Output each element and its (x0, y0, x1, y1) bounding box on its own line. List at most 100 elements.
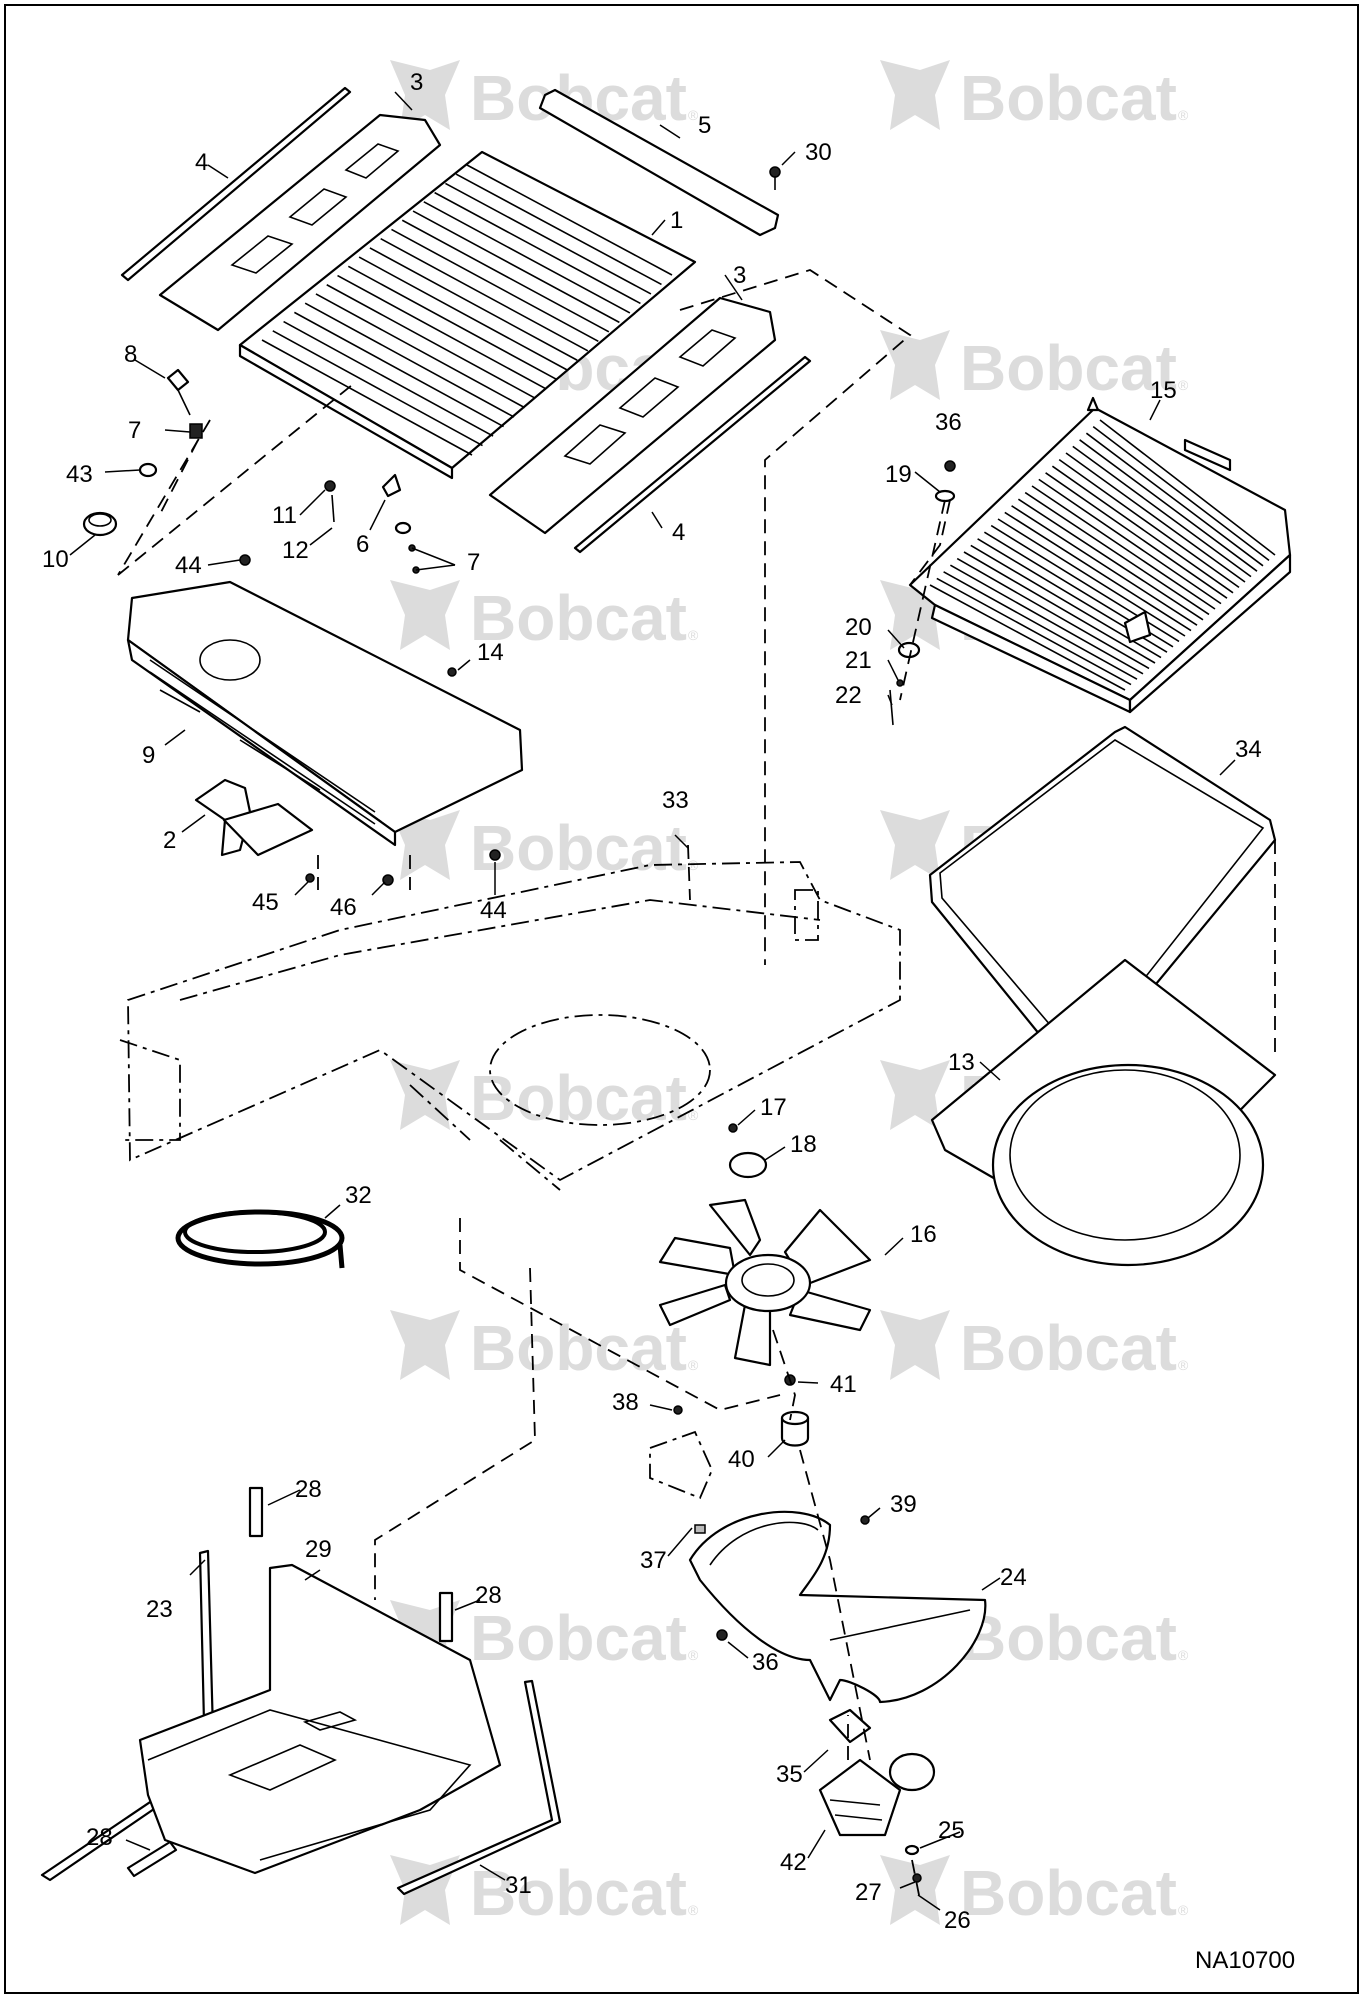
callout-44: 44 (480, 897, 507, 924)
watermark-registered-mark: ® (1178, 377, 1189, 393)
part-20-21-22-mount (889, 641, 921, 726)
part-28-clip-top (248, 1486, 264, 1538)
callout-15: 15 (1150, 377, 1177, 404)
callout-12: 12 (282, 537, 309, 564)
watermark-text: Bobcat (960, 1312, 1177, 1384)
watermark-logo-icon (390, 1310, 460, 1380)
callout-20: 20 (845, 614, 872, 641)
watermark-registered-mark: ® (1178, 1647, 1189, 1663)
callout-42: 42 (780, 1849, 807, 1876)
part-32-hose (175, 1209, 345, 1269)
watermark-logo-icon (390, 810, 460, 880)
part-36-19-nut-washer (934, 460, 956, 503)
watermark-text: Bobcat (470, 1857, 687, 1929)
callout-3: 3 (410, 69, 423, 96)
callout-24: 24 (1000, 1564, 1027, 1591)
callout-35: 35 (776, 1761, 803, 1788)
part-9-air-shroud (126, 580, 524, 847)
part-11-12-bolt-washer (324, 480, 336, 523)
watermark-logo-icon (880, 1855, 950, 1925)
watermark-registered-mark: ® (688, 107, 699, 123)
part-31-right-seal (396, 1679, 562, 1896)
callout-14: 14 (477, 639, 504, 666)
part-28-clip-bottom (126, 1840, 178, 1878)
callout-31: 31 (505, 1872, 532, 1899)
part-16-fan (658, 1198, 872, 1367)
callout-36: 36 (935, 409, 962, 436)
callout-27: 27 (855, 1879, 882, 1906)
callout-16: 16 (910, 1221, 937, 1248)
callout-5: 5 (698, 112, 711, 139)
watermark-text: Bobcat (470, 582, 687, 654)
callout-3: 3 (733, 262, 746, 289)
part-18-cap (728, 1151, 768, 1179)
callout-21: 21 (845, 647, 872, 674)
watermark-text: Bobcat (470, 812, 687, 884)
part-1-grille (238, 150, 697, 480)
part-39-bolt (860, 1515, 870, 1525)
watermark-text: Bobcat (960, 332, 1177, 404)
callout-6: 6 (356, 531, 369, 558)
watermark-registered-mark: ® (688, 627, 699, 643)
callout-34: 34 (1235, 736, 1262, 763)
part-8-latch (166, 368, 191, 416)
watermark-registered-mark: ® (688, 1107, 699, 1123)
part-25-washer (904, 1844, 920, 1856)
watermark-logo-icon (390, 60, 460, 130)
part-13-fan-shroud (930, 958, 1277, 1267)
callout-leader-lines (69, 91, 1236, 1911)
callout-32: 32 (345, 1182, 372, 1209)
part-30-bolt (769, 166, 781, 190)
part-40-spacer (780, 1410, 810, 1447)
part-3-right-cover-plate (488, 296, 777, 535)
part-44-bolt-top (239, 554, 251, 566)
reference-code: NA10700 (1195, 1947, 1295, 1974)
watermark-text: Bobcat (960, 62, 1177, 134)
callout-38: 38 (612, 1389, 639, 1416)
callout-23: 23 (146, 1596, 173, 1623)
callout-36: 36 (752, 1649, 779, 1676)
callout-8: 8 (124, 341, 137, 368)
part-45-washer (305, 873, 315, 883)
callout-layer: 1233445677891011121314151617181920212223… (42, 69, 1262, 1934)
callout-33: 33 (662, 787, 689, 814)
callout-11: 11 (272, 502, 297, 529)
part-5-support-bar (538, 88, 780, 237)
callout-43: 43 (66, 461, 93, 488)
part-36-nut-lower (716, 1629, 728, 1641)
callout-28: 28 (475, 1582, 502, 1609)
part-43-washer (138, 462, 158, 478)
callout-2: 2 (163, 827, 176, 854)
callout-29: 29 (305, 1536, 332, 1563)
callout-25: 25 (938, 1817, 965, 1844)
callout-9: 9 (142, 742, 155, 769)
part-44-bolt-bottom (489, 849, 501, 861)
watermark-registered-mark: ® (688, 1357, 699, 1373)
watermark-registered-mark: ® (1178, 1902, 1189, 1918)
callout-1: 1 (670, 207, 683, 234)
callout-10: 10 (42, 546, 69, 573)
part-14-screw (447, 667, 457, 677)
part-2-elbow-duct (194, 778, 314, 857)
watermark-text: Bobcat (960, 1857, 1177, 1929)
watermark-text: Bobcat (470, 1312, 687, 1384)
callout-45: 45 (252, 889, 279, 916)
watermark-registered-mark: ® (688, 1647, 699, 1663)
part-15-radiator (908, 396, 1292, 714)
part-33-frame (119, 861, 901, 1191)
diagram-frame (4, 4, 1359, 1994)
watermark-text: Bobcat (470, 1062, 687, 1134)
watermark-logo-icon (880, 330, 950, 400)
callout-22: 22 (835, 682, 862, 709)
callout-39: 39 (890, 1491, 917, 1518)
callout-46: 46 (330, 894, 357, 921)
assembly-dashed-lines (117, 269, 1276, 1901)
callout-40: 40 (728, 1446, 755, 1473)
callout-26: 26 (944, 1907, 971, 1934)
watermark-text: Bobcat (960, 1602, 1177, 1674)
watermark-logo-icon (880, 1060, 950, 1130)
part-38-bolt (673, 1405, 683, 1415)
part-3-left-cover-plate (158, 113, 442, 332)
callout-17: 17 (760, 1094, 787, 1121)
